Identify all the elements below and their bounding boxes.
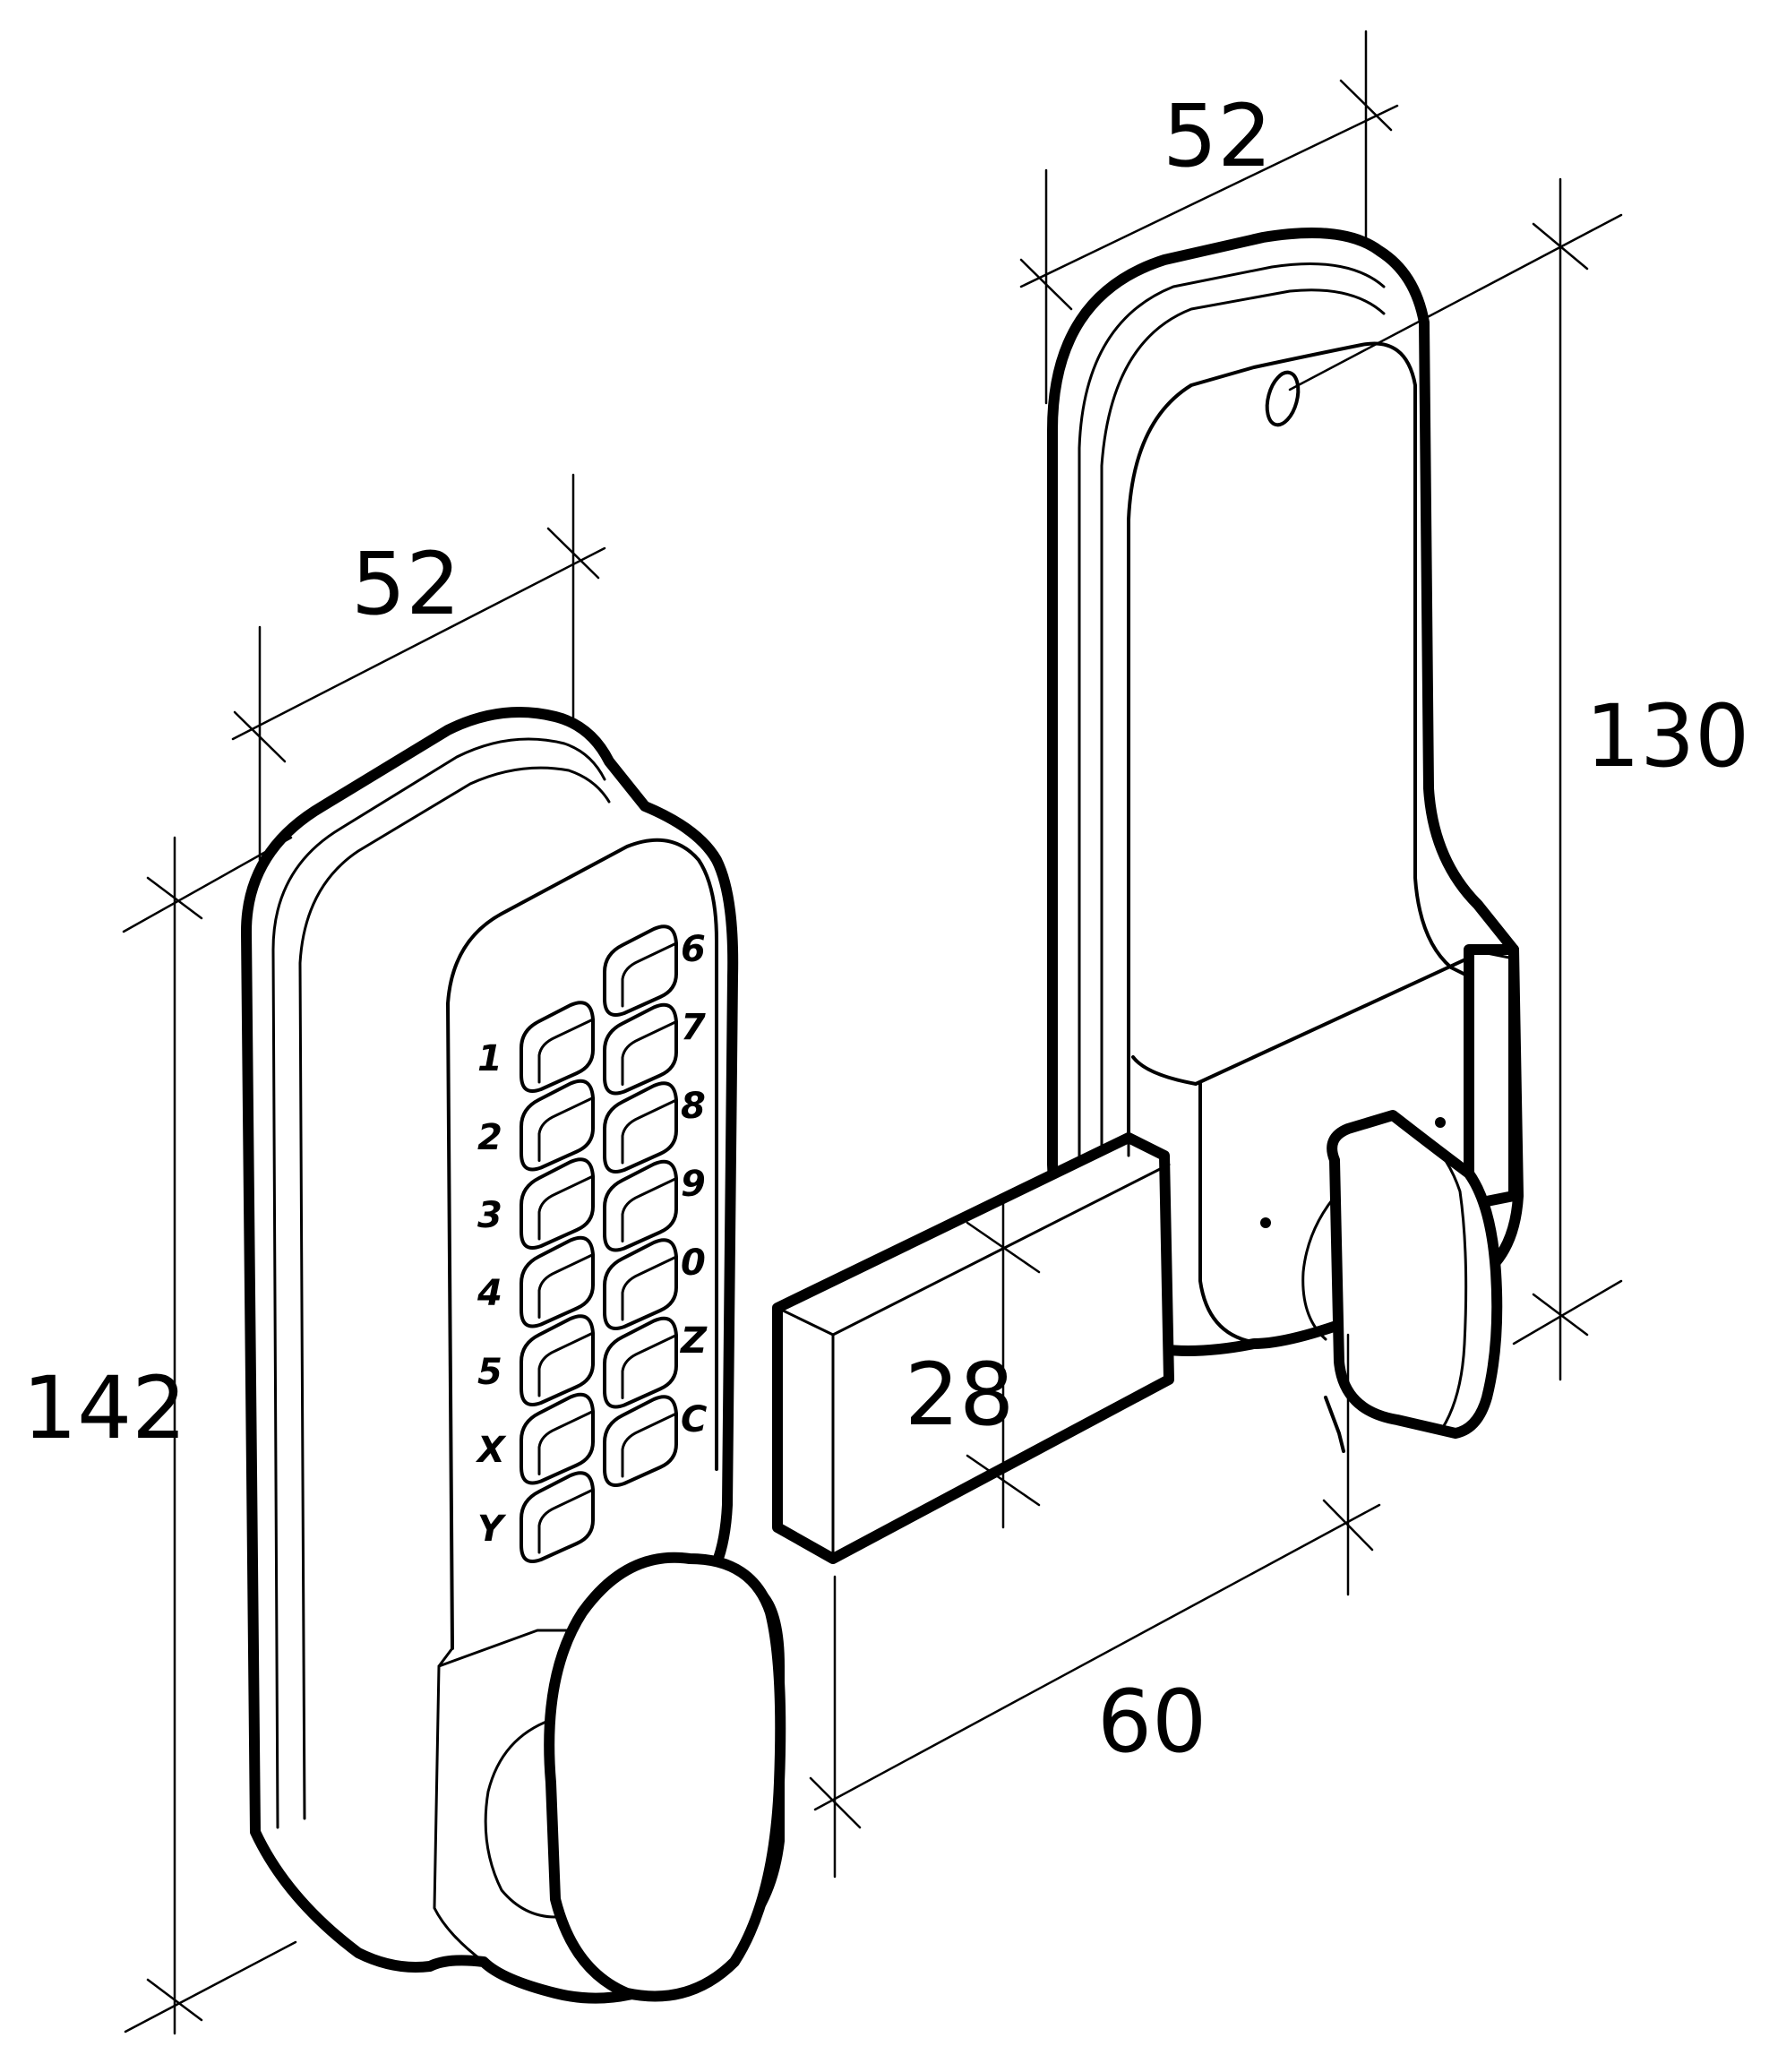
dimension-label-front-width: 52 <box>351 534 460 634</box>
thumb-turn <box>1301 1110 1503 1453</box>
key-label-4: 4 <box>477 1273 502 1314</box>
key-label-5: 5 <box>477 1352 502 1393</box>
key-label-6: 6 <box>681 929 706 970</box>
dimension-front-height: 142 <box>22 836 297 2035</box>
dimension-bolt-height: 28 <box>905 1199 1041 1529</box>
keypad-right-column <box>603 924 678 1487</box>
keypad-button-4[interactable] <box>520 1235 595 1328</box>
key-label-y: Y <box>477 1509 507 1550</box>
keypad-button-5[interactable] <box>520 1314 595 1406</box>
key-label-3: 3 <box>477 1195 502 1236</box>
keypad-button-7[interactable] <box>603 1002 678 1096</box>
back-plate-side-flange <box>1464 944 1519 1210</box>
key-label-8: 8 <box>681 1086 706 1127</box>
key-label-0: 0 <box>681 1242 706 1284</box>
dimension-back-height: 130 <box>1288 177 1749 1381</box>
keypad-button-6[interactable] <box>603 924 678 1017</box>
key-label-x: X <box>475 1430 507 1471</box>
keypad-button-9[interactable] <box>603 1159 678 1252</box>
keypad-button-z[interactable] <box>603 1316 678 1409</box>
dimension-back-width: 52 <box>1019 30 1399 405</box>
dimension-label-bolt-height: 28 <box>905 1345 1014 1445</box>
keypad-left-column <box>520 1001 595 1563</box>
dimension-front-width: 52 <box>231 473 606 862</box>
dimension-label-front-height: 142 <box>22 1358 186 1458</box>
keypad-labels-right: 6 7 8 9 0 Z C <box>679 929 708 1440</box>
key-label-9: 9 <box>681 1164 706 1205</box>
keypad-button-y[interactable] <box>520 1471 595 1563</box>
key-label-c: C <box>681 1399 707 1440</box>
keypad-button-8[interactable] <box>603 1081 678 1174</box>
keypad-button-1[interactable] <box>520 1001 595 1093</box>
dimension-label-back-height: 130 <box>1585 686 1749 787</box>
latch-bolt <box>772 1132 1174 1564</box>
dimension-label-bolt-depth: 60 <box>1097 1672 1207 1772</box>
keypad-button-x[interactable] <box>520 1392 595 1485</box>
keypad-button-3[interactable] <box>520 1157 595 1250</box>
keypad-labels-left: 1 2 3 4 5 X Y <box>475 1038 507 1550</box>
front-knob <box>484 1552 786 2002</box>
dimension-bolt-depth: 60 <box>809 1333 1381 1879</box>
key-label-2: 2 <box>477 1117 502 1158</box>
keypad-button-2[interactable] <box>520 1079 595 1172</box>
key-label-z: Z <box>679 1320 708 1362</box>
keypad-button-0[interactable] <box>603 1238 678 1330</box>
key-label-7: 7 <box>681 1007 706 1048</box>
keypad-button-c[interactable] <box>603 1395 678 1487</box>
dimension-label-back-width: 52 <box>1163 86 1272 186</box>
key-label-1: 1 <box>477 1038 502 1079</box>
